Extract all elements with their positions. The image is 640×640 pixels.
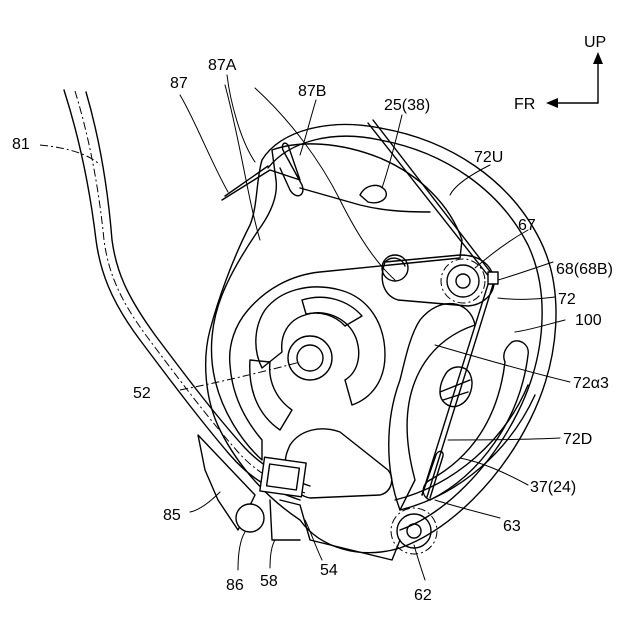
direction-front-label: FR [514, 96, 535, 113]
direction-indicator: UP FR [514, 34, 606, 113]
label-62: 62 [414, 587, 432, 604]
label-63: 63 [503, 518, 521, 535]
label-72: 72 [558, 291, 576, 308]
label-87: 87 [170, 75, 188, 92]
label-68: 68(68B) [556, 261, 613, 278]
label-87b: 87B [298, 83, 326, 100]
label-86: 86 [226, 577, 244, 594]
guide-pin [382, 255, 408, 281]
label-58: 58 [260, 573, 278, 590]
label-72u: 72U [474, 149, 503, 166]
label-52: 52 [133, 385, 151, 402]
cam-52 [250, 287, 385, 430]
label-25: 25(38) [384, 97, 430, 114]
label-72d: 72D [563, 431, 592, 448]
wire-87a [225, 85, 260, 240]
arc-slot [423, 341, 528, 500]
clip-58 [260, 457, 306, 540]
label-100: 100 [575, 312, 602, 329]
label-72a3: 72α3 [573, 375, 609, 392]
label-54: 54 [320, 562, 338, 579]
bracket-54 [280, 500, 400, 560]
label-85: 85 [163, 507, 181, 524]
label-81: 81 [12, 136, 30, 153]
label-87a: 87A [208, 57, 237, 74]
direction-up-label: UP [584, 34, 606, 51]
strap-81 [64, 90, 310, 500]
label-67: 67 [518, 217, 536, 234]
label-37: 37(24) [530, 479, 576, 496]
base-plate [206, 125, 556, 553]
